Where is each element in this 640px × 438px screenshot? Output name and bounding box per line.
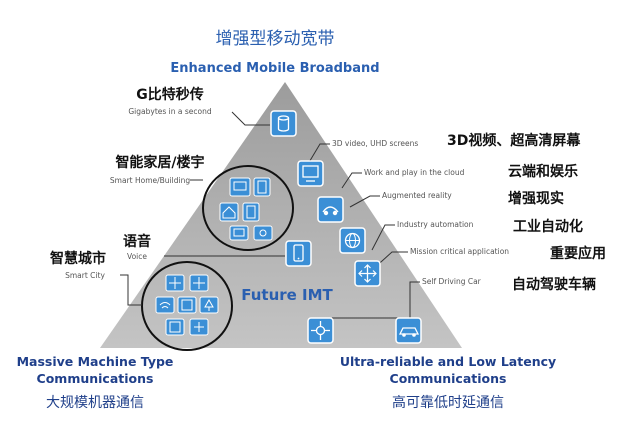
signal-icon: [155, 296, 175, 314]
urllc-title-line2: Communications: [390, 371, 507, 386]
tv-icon: [229, 177, 251, 197]
car-label-cn: 自动驾驶车辆: [512, 276, 596, 293]
home-label-en: Smart Home/Building: [110, 176, 190, 185]
cloud-label-en: Work and play in the cloud: [364, 168, 465, 177]
smart-city-cluster: [141, 261, 233, 351]
mmtc-title-line2: Communications: [37, 371, 154, 386]
video-label-en: 3D video, UHD screens: [332, 139, 418, 148]
gbps-label-cn: G比特秒传: [136, 86, 204, 103]
industry-label-en: Industry automation: [397, 220, 474, 229]
icon-database: [270, 110, 297, 137]
gbps-label-en: Gigabytes in a second: [128, 107, 211, 116]
city-label-cn: 智慧城市: [49, 250, 106, 267]
title-en: Enhanced Mobile Broadband: [170, 61, 379, 76]
globe-icon: [339, 227, 366, 254]
meter-icon: [165, 318, 185, 336]
urllc-title-line1: Ultra-reliable and Low Latency: [340, 354, 556, 369]
voice-label-en: Voice: [127, 252, 147, 261]
left-leader-lines: [120, 111, 285, 306]
phone-icon: [285, 240, 312, 267]
monitor-icon: [297, 160, 324, 187]
move-arrows-icon: [354, 260, 381, 287]
urllc-title-cn: 高可靠低时延通信: [392, 394, 504, 411]
home-label-cn: 智能家居/楼宇: [114, 154, 204, 171]
network-node-icon: [307, 317, 334, 344]
center-label: Future IMT: [241, 286, 333, 304]
voice-label-cn: 语音: [123, 233, 151, 250]
smart-home-cluster: [202, 165, 294, 251]
house-icon: [219, 202, 239, 222]
video-label-cn: 3D视频、超高清屏幕: [447, 132, 581, 149]
vr-headset-icon: [317, 196, 344, 223]
mission-label-cn: 重要应用: [550, 245, 606, 262]
industry-label-cn: 工业自动化: [513, 218, 583, 235]
cloud-label-cn: 云端和娱乐: [508, 163, 578, 180]
ar-label-cn: 增强现实: [508, 190, 564, 207]
car-icon: [395, 317, 422, 344]
city-label-en: Smart City: [65, 271, 105, 280]
camera-icon: [253, 225, 273, 241]
laptop-icon: [229, 225, 249, 241]
title-cn: 增强型移动宽带: [216, 29, 335, 49]
ar-label-en: Augmented reality: [382, 191, 452, 200]
building-icon: [177, 296, 197, 314]
tree-icon: [199, 296, 219, 314]
car-label-en: Self Driving Car: [422, 277, 482, 286]
mmtc-title-cn: 大规模机器通信: [46, 395, 144, 411]
mission-label-en: Mission critical application: [410, 247, 509, 256]
mmtc-title-line1: Massive Machine Type: [17, 354, 174, 369]
